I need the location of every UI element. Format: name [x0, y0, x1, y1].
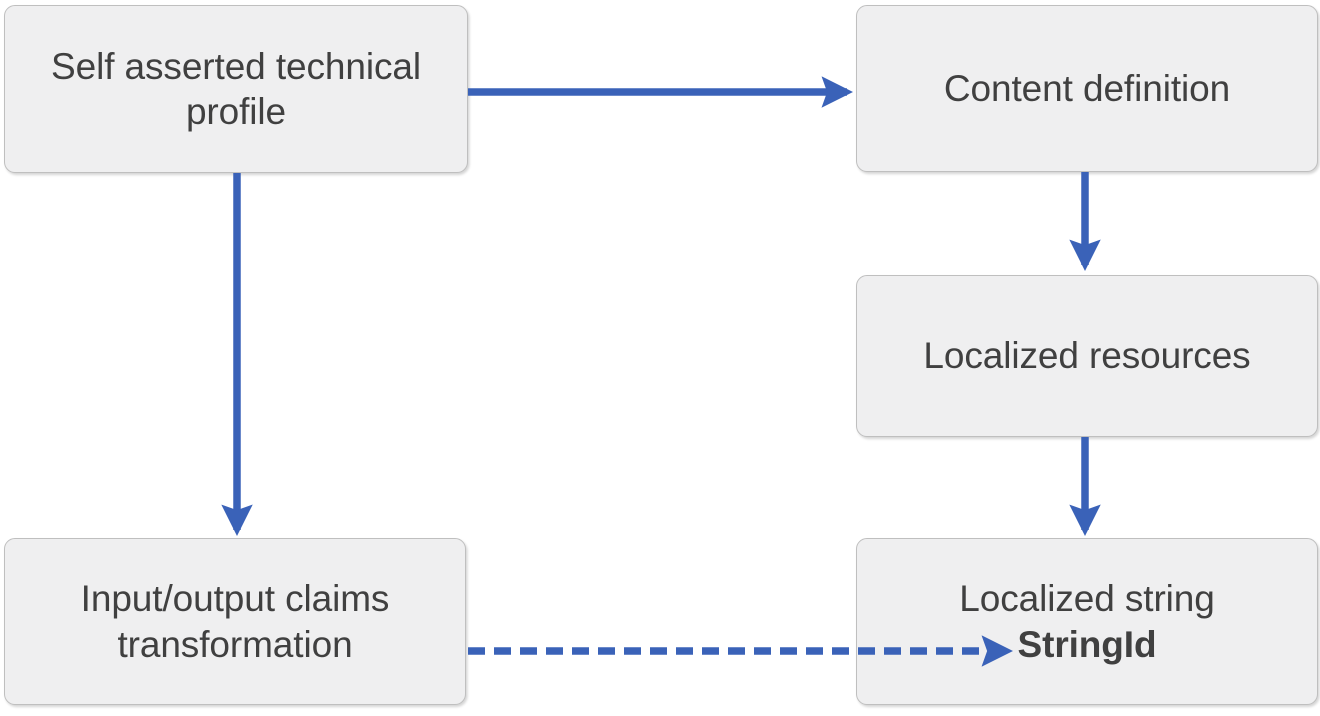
node-label-self-asserted-technical-profile: Self asserted technical profile — [51, 45, 421, 132]
node-localized-string[interactable]: Localized string StringId — [856, 538, 1318, 705]
node-label-content-definition: Content definition — [943, 67, 1231, 109]
node-label-localized-string-stringid: StringId — [1017, 623, 1157, 665]
node-label-localized-string-line1: Localized string — [959, 578, 1215, 620]
node-self-asserted-technical-profile[interactable]: Self asserted technical profile — [4, 5, 468, 173]
node-label-localized-resources: Localized resources — [923, 335, 1251, 377]
node-label-localized-string: Localized string StringId — [875, 576, 1299, 666]
node-label-input-output-claims-transformation: Input/output claims transformation — [80, 578, 390, 665]
node-localized-resources[interactable]: Localized resources — [856, 275, 1318, 437]
node-content-definition[interactable]: Content definition — [856, 5, 1318, 172]
node-input-output-claims-transformation[interactable]: Input/output claims transformation — [4, 538, 466, 705]
